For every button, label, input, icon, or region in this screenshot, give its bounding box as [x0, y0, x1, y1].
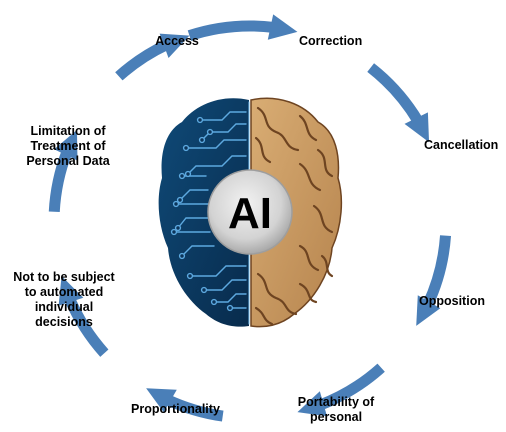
brain-fold [312, 204, 334, 234]
brain-fold [298, 114, 318, 142]
brain-circuit-icon: AI [158, 97, 343, 328]
label-automated-line-3: individual [34, 300, 94, 314]
circuit-node [184, 170, 192, 178]
circuit-node [176, 196, 184, 204]
brain-fold [320, 254, 334, 278]
arrow-access-to-correction-head [267, 14, 298, 40]
circuit-trace [199, 111, 247, 121]
label-portability: Portability of personal [284, 395, 388, 425]
brain-fold [254, 306, 274, 326]
arrow-limitation-to-access-head [159, 33, 190, 59]
circuit-trace [185, 139, 247, 149]
label-opposition: Opposition [419, 294, 485, 309]
label-correction: Correction [299, 34, 362, 49]
label-correction-text: Correction [299, 34, 363, 48]
circuit-node [186, 272, 194, 280]
circuit-trace [213, 293, 247, 303]
circuit-node [174, 224, 182, 232]
label-automated-line-4: decisions [35, 315, 93, 329]
circuit-node [178, 252, 186, 260]
arrow-portability-to-proportionality-head [146, 388, 177, 413]
label-access: Access [140, 34, 214, 49]
label-automated-line-1: Not to be subject [13, 270, 115, 284]
arrow-correction-to-cancellation [367, 63, 423, 124]
arrow-limitation-to-access [115, 39, 170, 81]
ai-label: AI [228, 189, 272, 238]
circuit-traces [170, 101, 250, 325]
label-opposition-text: Opposition [419, 294, 485, 308]
label-proportionality-text: Proportionality [131, 402, 220, 416]
circuit-node [206, 128, 214, 136]
circuit-node [182, 144, 190, 152]
arrow-proportionality-to-automated-head [58, 276, 84, 306]
ai-circle [207, 169, 293, 255]
brain-fold [256, 106, 300, 152]
label-limitation-line-3: Personal Data [26, 154, 110, 168]
circuit-trace [201, 123, 247, 141]
circuit-node [178, 172, 186, 180]
label-limitation-line-1: Limitation of [30, 124, 106, 138]
circuit-trace [189, 265, 247, 277]
label-portability-line-1: Portability of [297, 395, 375, 409]
brain-fold [298, 244, 320, 272]
brain-fold [254, 136, 272, 164]
arrow-opposition-to-portability-head [297, 391, 328, 417]
arrow-automated-to-limitation [48, 149, 73, 213]
arrow-cancellation-to-opposition-head [416, 295, 441, 326]
circuit-hemisphere [158, 98, 249, 327]
label-automated-line-2: to automated [24, 285, 104, 299]
circuit-trace [177, 217, 209, 229]
label-proportionality: Proportionality [131, 402, 220, 417]
circuit-node [210, 298, 218, 306]
brain-fold [298, 282, 318, 304]
circuit-trace [179, 189, 209, 201]
brain-fold [256, 272, 298, 316]
circuit-node [170, 228, 178, 236]
arrow-proportionality-to-automated [64, 296, 109, 357]
brain-fold [298, 162, 322, 192]
label-limitation: Limitation of Treatment of Personal Data [14, 124, 122, 169]
arrow-automated-to-limitation-head [54, 129, 78, 161]
circuit-node [226, 304, 234, 312]
arrow-access-to-correction [187, 20, 275, 41]
circuit-trace [187, 155, 247, 175]
label-access-text: Access [155, 34, 199, 48]
arrow-opposition-to-portability [318, 363, 385, 411]
circuit-node [172, 200, 180, 208]
brain-folds [254, 106, 334, 326]
label-portability-line-2: personal [309, 410, 363, 424]
circuit-trace [203, 279, 247, 291]
label-automated-decisions: Not to be subject to automated individua… [3, 270, 125, 330]
brain-fold [316, 148, 334, 178]
cycle-arrows [48, 14, 452, 422]
circuit-node [198, 136, 206, 144]
arrow-cancellation-to-opposition [422, 235, 452, 308]
circuit-trace [181, 245, 215, 257]
label-limitation-line-2: Treatment of [30, 139, 106, 153]
label-cancellation: Cancellation [424, 138, 498, 153]
arrow-correction-to-cancellation-head [404, 112, 430, 143]
circuit-node [196, 116, 204, 124]
circuit-node [200, 286, 208, 294]
label-cancellation-text: Cancellation [424, 138, 499, 152]
